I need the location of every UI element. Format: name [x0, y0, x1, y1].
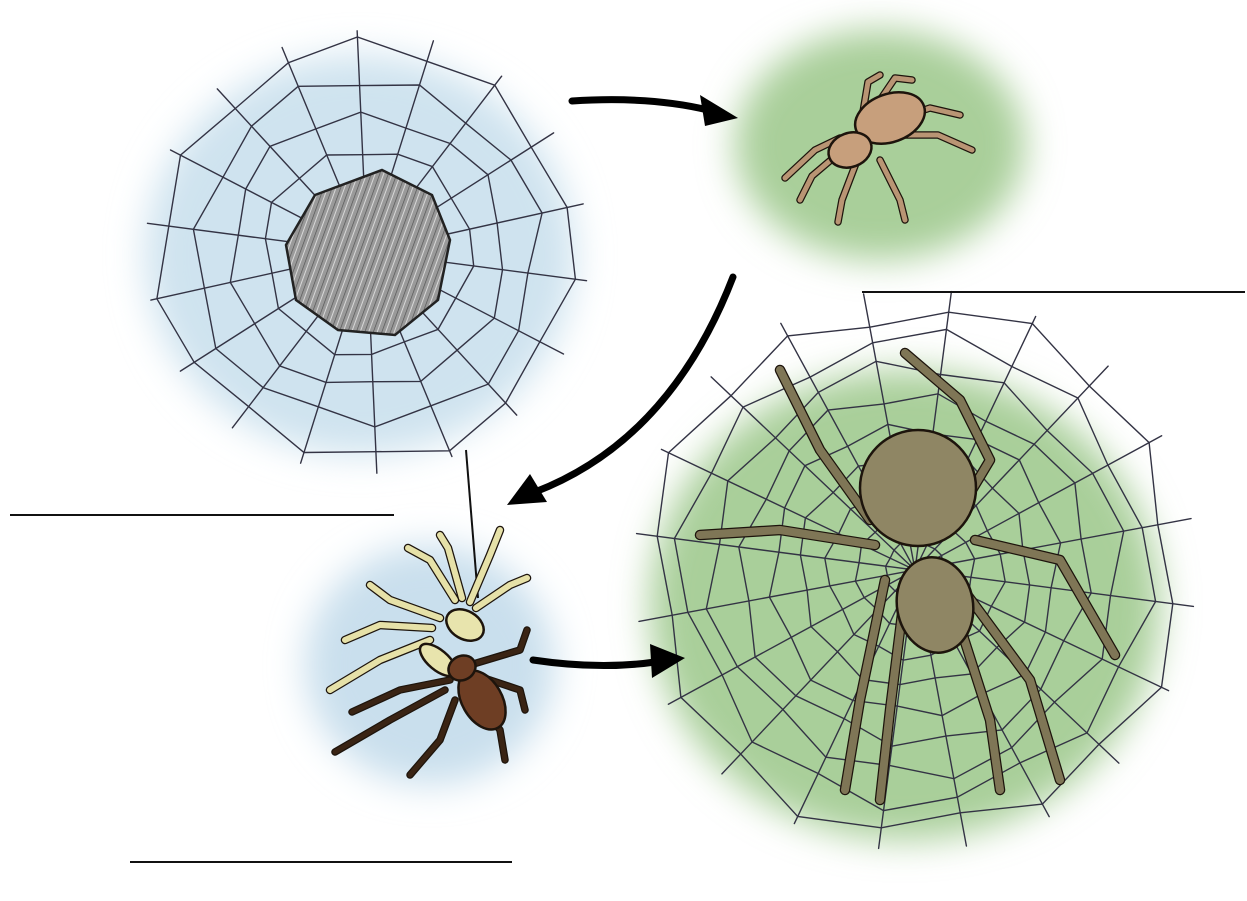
egg-sac-illustration: [145, 31, 587, 473]
adult-spider-illustration: [637, 292, 1194, 849]
arrow-egg-sac-to-spiderling: [572, 95, 738, 126]
spiderling-illustration: [735, 30, 1025, 260]
green-watercolor-wash: [735, 30, 1025, 260]
spider-abdomen: [860, 430, 976, 546]
